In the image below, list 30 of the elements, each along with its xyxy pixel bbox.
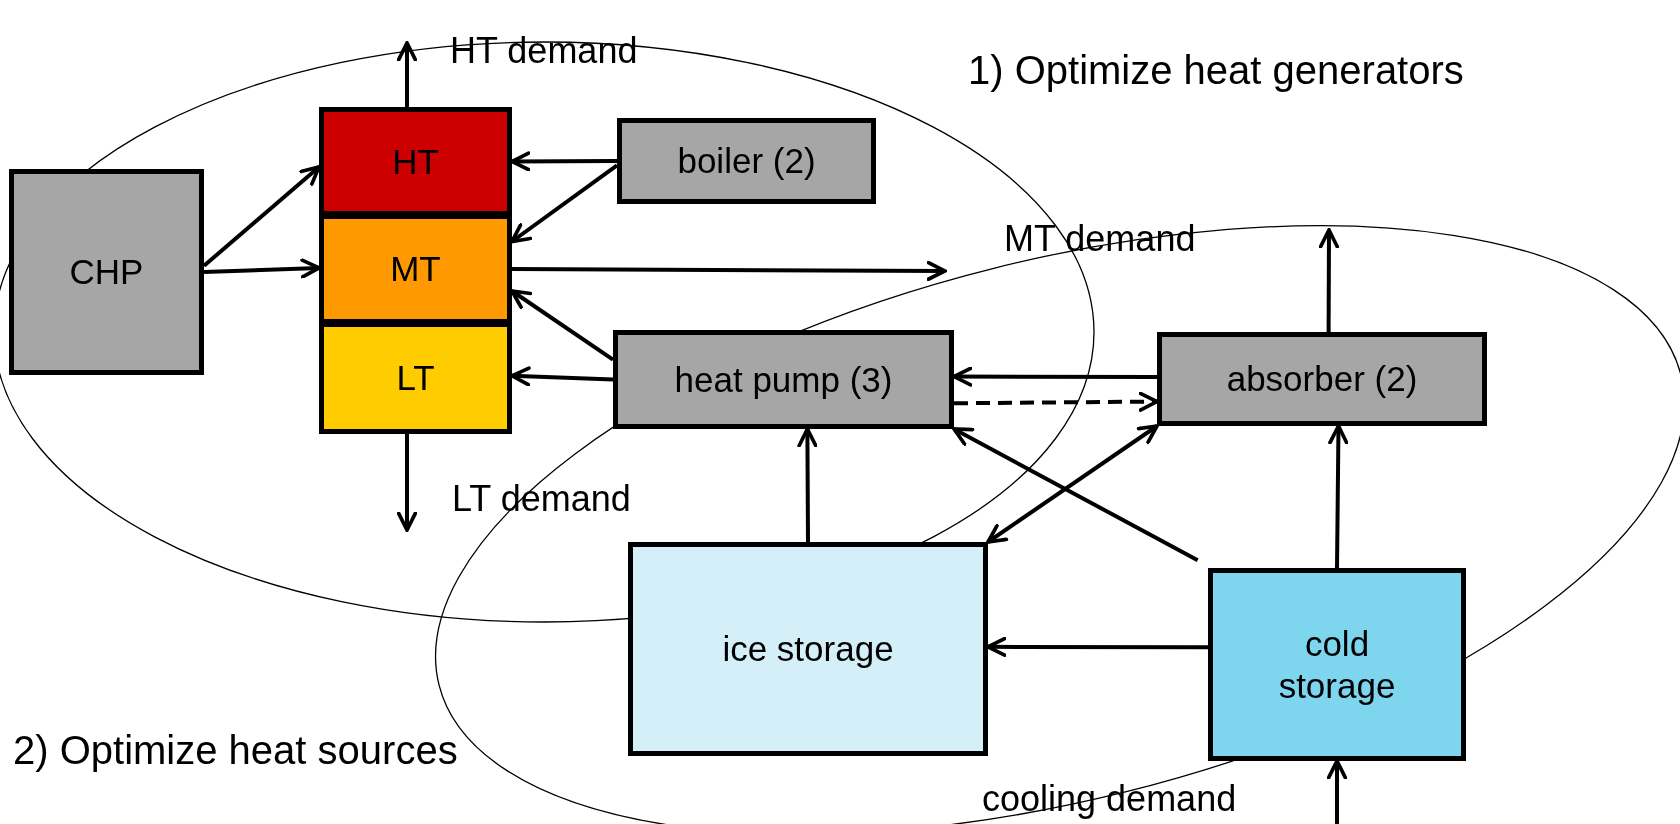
process-box: CHP: [9, 169, 204, 375]
arrow: [1326, 759, 1348, 824]
note-text: 2) Optimize heat sources: [13, 728, 458, 773]
process-box: absorber (2): [1157, 332, 1487, 426]
storage-box: ice storage: [628, 542, 988, 756]
arrow: [202, 165, 321, 268]
arrow: [510, 151, 617, 172]
demand-label: cooling demand: [982, 778, 1237, 820]
arrow: [1328, 424, 1349, 569]
arrow: [510, 289, 615, 362]
temperature-level-box: HT: [319, 107, 512, 216]
note-text: 1) Optimize heat generators: [968, 48, 1464, 93]
arrow: [797, 427, 818, 542]
arrow: [396, 434, 418, 532]
arrow: [952, 427, 1199, 563]
arrow: [986, 424, 1159, 544]
arrow: [510, 366, 614, 387]
arrow: [396, 41, 418, 107]
arrow: [954, 391, 1159, 412]
arrow: [986, 636, 1208, 658]
process-box: boiler (2): [617, 118, 876, 204]
arrow: [512, 260, 947, 282]
temperature-level-box: LT: [319, 322, 512, 434]
arrow: [203, 258, 321, 279]
temperature-level-box: MT: [319, 214, 512, 324]
arrow: [510, 163, 619, 244]
arrow: [1318, 228, 1340, 332]
storage-box: cold storage: [1208, 568, 1466, 761]
process-box: heat pump (3): [613, 330, 954, 429]
arrow: [952, 366, 1157, 387]
